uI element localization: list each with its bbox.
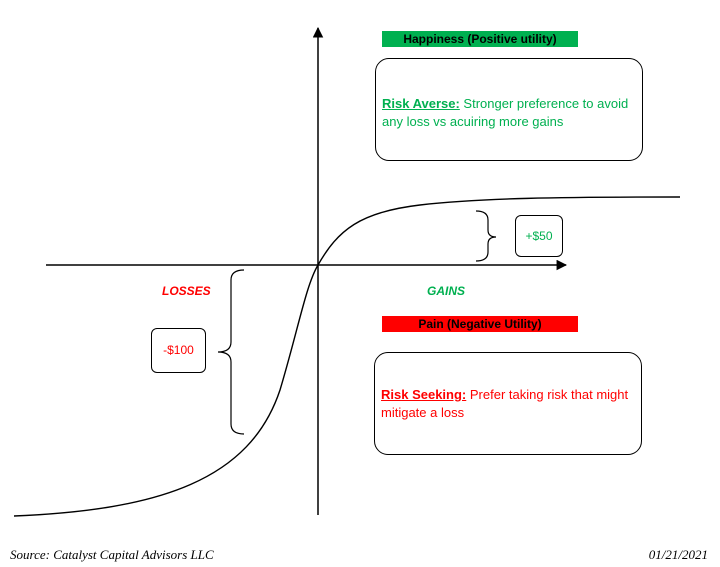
loss-amount-box: -$100 <box>151 328 206 373</box>
source-note: Source: Catalyst Capital Advisors LLC <box>10 547 214 562</box>
gain-brace <box>475 210 497 262</box>
risk-averse-text: Stronger preference to avoid any loss vs… <box>382 96 629 129</box>
risk-seeking-term: Risk Seeking: <box>381 387 467 402</box>
losses-label: LOSSES <box>162 284 211 298</box>
pain-banner: Pain (Negative Utility) <box>382 316 578 332</box>
risk-averse-box: Risk Averse: Stronger preference to avoi… <box>375 58 643 161</box>
risk-seeking-text: Prefer taking risk that might mitigate a… <box>381 387 629 420</box>
happiness-banner: Happiness (Positive utility) <box>382 31 578 47</box>
date-note: 01/21/2021 <box>648 547 708 562</box>
gains-label: GAINS <box>427 284 466 298</box>
risk-seeking-box: Risk Seeking: Prefer taking risk that mi… <box>374 352 642 455</box>
value-function-curve <box>13 196 681 517</box>
risk-averse-term: Risk Averse: <box>382 96 460 111</box>
loss-brace <box>217 269 245 435</box>
gain-amount-box: +$50 <box>515 215 563 257</box>
